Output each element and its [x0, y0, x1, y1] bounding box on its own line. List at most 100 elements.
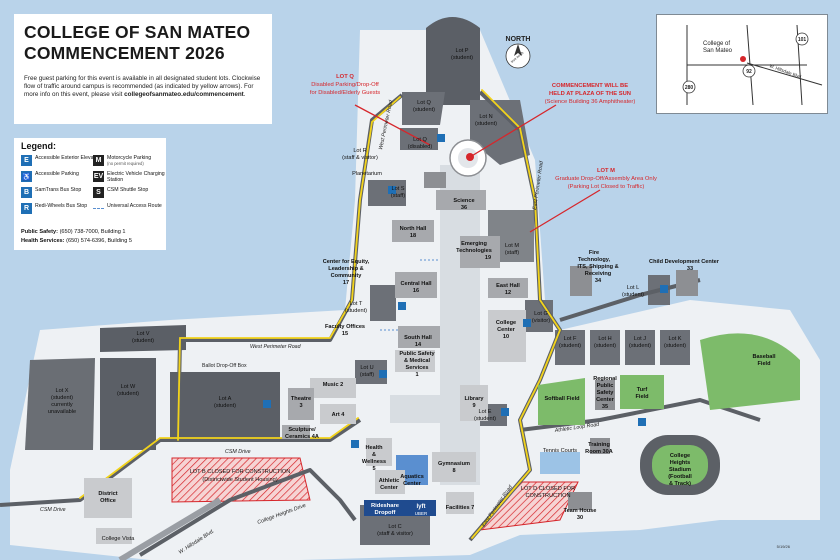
label-lot-k-2: (student) — [664, 343, 686, 349]
legend-item-label: Motorcycle Parking — [107, 155, 152, 161]
label-ballot-box: Ballot Drop-Off Box — [202, 363, 247, 369]
label-team-house-1: Team House — [564, 508, 597, 514]
version-label: 5/19/26 — [777, 544, 791, 549]
traffic-flow-route — [79, 89, 562, 539]
label-lot-m-2: (staff) — [505, 250, 519, 256]
health-value: (650) 574-6396, Building 5 — [66, 238, 133, 244]
softball-field — [538, 378, 585, 425]
building-central-hall-16 — [395, 272, 437, 298]
inset-shield-92 — [742, 64, 756, 78]
legend-title: Legend: — [21, 141, 56, 151]
label-csm-drive-1: CSM Drive — [225, 449, 251, 455]
label-lot-l-1: Lot L — [627, 285, 639, 291]
building-art-4 — [320, 404, 356, 424]
label-lot-b-2: (Districtwide Student Housing) — [202, 477, 277, 483]
lot-a — [170, 372, 280, 442]
csm-drive — [0, 418, 362, 507]
building-child-dev-33 — [676, 270, 698, 296]
label-regional-4: Center — [596, 397, 615, 403]
lot-f — [555, 330, 585, 365]
legend-item: ♿Accessible Parking — [21, 171, 79, 182]
label-lot-p-1: Lot P — [455, 48, 468, 54]
label-lot-q-1: Lot Q — [417, 100, 431, 106]
label-lot-t-2: (student) — [345, 308, 367, 314]
inset-shield-101 — [795, 32, 809, 46]
inset-shield-280 — [682, 80, 696, 94]
lot-b-construction-zone — [171, 457, 311, 503]
inset-shield-280-label: 280 — [685, 85, 694, 91]
label-lot-r-2: (staff & visitor) — [342, 155, 378, 161]
legend-item: Universal Access Route — [93, 203, 162, 209]
building-planetarium — [424, 172, 446, 188]
inset-road-hillsdale — [746, 62, 823, 86]
legend-item-label: Electric Vehicle Charging Station — [107, 171, 165, 183]
label-lot-f-1: Lot F — [564, 336, 577, 342]
health-label: Health Services: — [21, 238, 65, 244]
building-health-wellness-5 — [366, 438, 392, 466]
label-lot-v-1: Lot V — [136, 331, 149, 337]
accessible-parking-icon: ♿ — [21, 171, 32, 182]
label-lot-n-1: Lot N — [479, 114, 492, 120]
athletic-fields — [538, 333, 800, 495]
commencement-link[interactable]: collegeofsanmateo.edu/commencement — [124, 91, 244, 99]
label-college-center-2: Center — [497, 327, 516, 333]
stadium-field — [652, 445, 708, 485]
label-lot-g-1: Lot G — [534, 311, 548, 317]
label-tennis: Tennis Courts — [543, 448, 577, 454]
page-title: COLLEGE OF SAN MATEO COMMENCEMENT 2026 — [24, 22, 250, 64]
buildings — [84, 172, 698, 544]
hillsdale-boulevard — [118, 497, 222, 560]
baseball-field — [700, 333, 800, 410]
label-athletic-1: Athletic — [379, 478, 400, 484]
building-library-9 — [460, 385, 488, 421]
callout-lot-q-1: Disabled Parking/Drop-Off — [311, 82, 379, 88]
label-athletic-2: Center — [380, 485, 399, 491]
label-college-center-3: 10 — [503, 334, 509, 340]
public-safety-contact: Public Safety: (650) 738-7000, Building … — [21, 229, 126, 235]
public-safety-label: Public Safety: — [21, 229, 58, 235]
label-equity-1: Center for Equity, — [323, 259, 370, 265]
label-lot-g-2: (visitor) — [532, 318, 550, 324]
label-lot-n-2: (student) — [475, 121, 497, 127]
label-district-1: District — [98, 491, 117, 497]
label-lot-qd-1: Lot Q — [413, 137, 427, 143]
title-panel: COLLEGE OF SAN MATEO COMMENCEMENT 2026 F… — [14, 14, 272, 124]
lot-q — [402, 92, 445, 125]
label-lot-c-2: (staff & visitor) — [377, 531, 413, 537]
label-lot-e-1: Lot E — [478, 409, 491, 415]
label-training-2: Room 30A — [585, 449, 613, 455]
building-theatre-3 — [288, 388, 314, 420]
label-training-1: Training — [588, 442, 610, 448]
label-north-hall-1: North Hall — [400, 226, 427, 232]
label-lot-r-1: Lot R — [353, 148, 366, 154]
turf-field — [620, 375, 664, 409]
inset-shield-101-label: 101 — [798, 37, 807, 43]
public-safety-value: (650) 738-7000, Building 1 — [59, 229, 126, 235]
label-lot-s-1: Lot S — [391, 186, 404, 192]
bus-stop-icon: B — [21, 187, 32, 198]
label-health-4: 5 — [372, 466, 375, 472]
label-facilities: Facilities 7 — [446, 505, 475, 511]
label-lot-h-1: Lot H — [598, 336, 611, 342]
label-fire-tech-2: Technology, — [578, 257, 611, 263]
label-theatre-2: 3 — [299, 403, 302, 409]
label-child-dev-1: Child Development Center — [649, 259, 720, 265]
label-lot-q-2: (student) — [413, 107, 435, 113]
building-gymnasium-8 — [432, 452, 476, 482]
title-line-1: COLLEGE OF SAN MATEO — [24, 22, 251, 42]
label-lot-e-2: (student) — [474, 416, 496, 422]
intro-body: Free guest parking for this event is ava… — [24, 75, 261, 99]
label-science-1: Science — [453, 198, 474, 204]
intro-text: Free guest parking for this event is ava… — [24, 75, 268, 100]
label-softball: Softball Field — [544, 396, 580, 402]
label-lot-k-1: Lot K — [668, 336, 681, 342]
label-regional-3: Safety — [597, 390, 615, 396]
callout-pointers — [354, 104, 601, 233]
inset-svg: College of San Mateo W. Hillsdale Blvd 1… — [657, 15, 827, 113]
label-science-2: 36 — [461, 205, 467, 211]
building-training-30a — [590, 438, 610, 454]
